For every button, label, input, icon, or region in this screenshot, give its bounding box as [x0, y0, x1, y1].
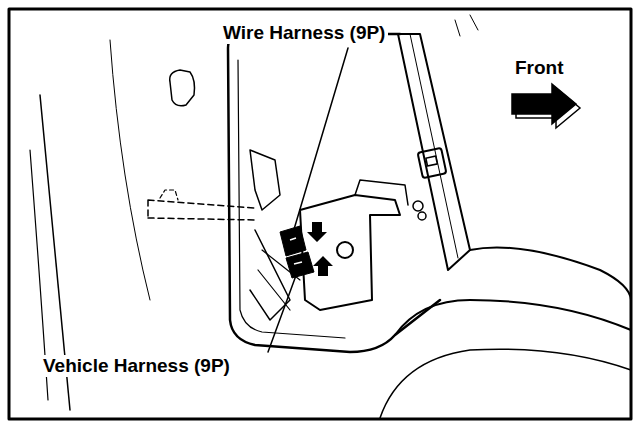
- direction-label: Front: [512, 57, 567, 79]
- mating-arrow: [307, 222, 327, 242]
- hidden-cable: [148, 200, 255, 220]
- bracket-hole: [413, 201, 423, 211]
- bracket-hole: [418, 212, 426, 220]
- front-arrow: [512, 84, 580, 128]
- part-label: Wire Harness (9P): [220, 22, 388, 44]
- seat: [470, 248, 631, 301]
- seat: [380, 349, 631, 418]
- grab-handle: [170, 70, 195, 106]
- seat-belt: [410, 34, 458, 258]
- opening-inner-edge: [238, 60, 345, 338]
- leader-line: [268, 270, 298, 352]
- connector: [280, 226, 306, 256]
- trim-line: [110, 40, 150, 300]
- mounting-bracket: [355, 180, 408, 205]
- connector-pair: [280, 222, 333, 278]
- mounting-bracket: [300, 195, 400, 310]
- seat: [395, 300, 631, 335]
- belt-buckle: [426, 156, 437, 166]
- connector: [290, 238, 302, 264]
- panel-clip: [250, 150, 280, 210]
- leader-line: [292, 48, 348, 236]
- front-arrow: [512, 84, 576, 124]
- connector: [286, 252, 314, 278]
- seat-belt: [398, 34, 470, 270]
- frame: [9, 9, 631, 419]
- mating-arrow: [313, 256, 333, 276]
- trim-line: [455, 15, 478, 36]
- part-label: Vehicle Harness (9P): [40, 355, 233, 377]
- belt-buckle: [418, 148, 447, 178]
- bracket-hole: [337, 242, 353, 258]
- hidden-cable: [160, 190, 178, 200]
